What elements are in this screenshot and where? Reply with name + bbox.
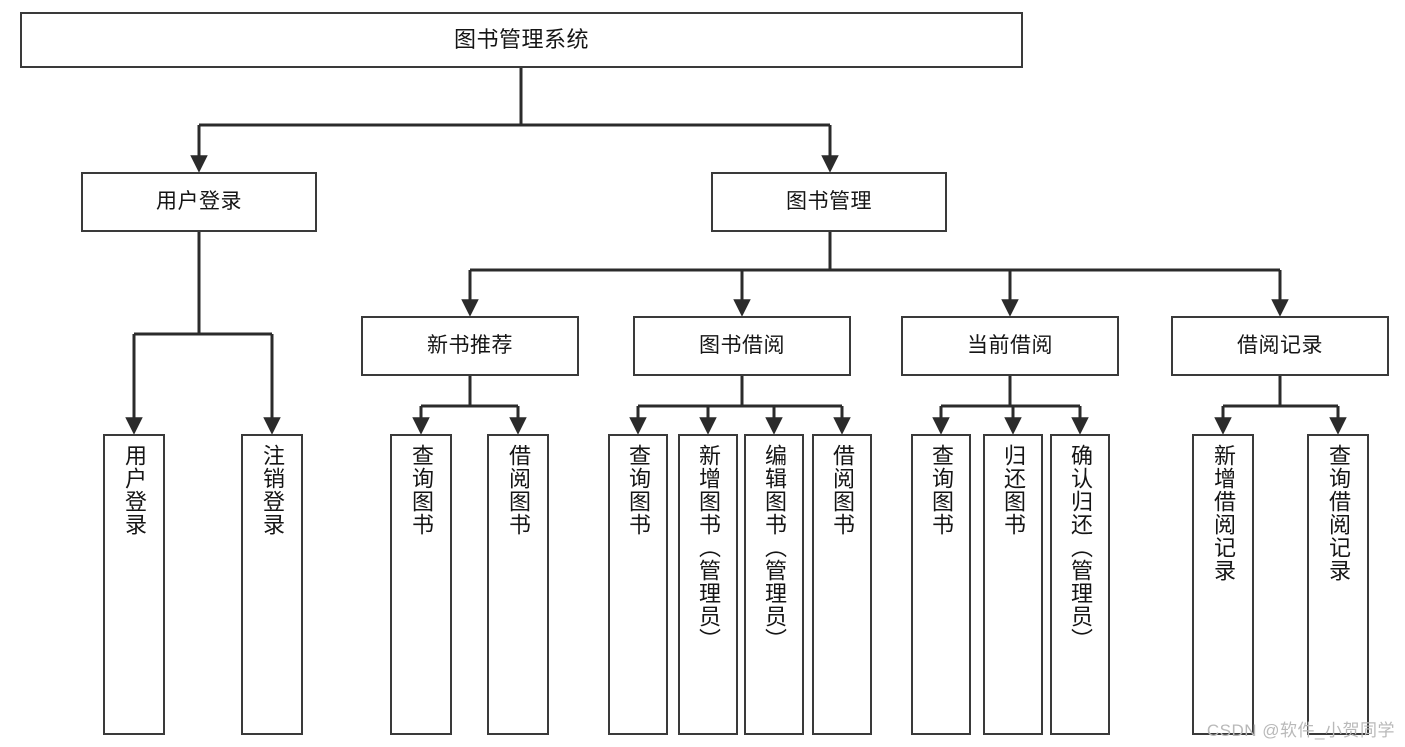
node-leaf-edit-book-admin[interactable]: 编辑图书（管理员）: [744, 434, 804, 735]
node-label: 查询借阅记录: [1326, 444, 1351, 582]
node-label: 查询图书: [929, 444, 954, 536]
node-label: 图书管理: [786, 189, 872, 213]
node-leaf-add-borrow-record[interactable]: 新增借阅记录: [1192, 434, 1254, 735]
watermark-text: CSDN @软件_小贺同学: [1206, 721, 1395, 740]
node-leaf-query-book-3[interactable]: 查询图书: [911, 434, 971, 735]
node-label: 新增图书（管理员）: [696, 444, 721, 651]
node-book-manage[interactable]: 图书管理: [711, 172, 947, 232]
node-label: 新书推荐: [427, 333, 513, 357]
node-leaf-user-login[interactable]: 用户登录: [103, 434, 165, 735]
node-user-login[interactable]: 用户登录: [81, 172, 317, 232]
node-book-borrow[interactable]: 图书借阅: [633, 316, 851, 376]
node-system-title[interactable]: 图书管理系统: [20, 12, 1023, 68]
node-leaf-confirm-return-admin[interactable]: 确认归还（管理员）: [1050, 434, 1110, 735]
node-new-book-recommend[interactable]: 新书推荐: [361, 316, 579, 376]
node-leaf-add-book-admin[interactable]: 新增图书（管理员）: [678, 434, 738, 735]
node-label: 新增借阅记录: [1211, 444, 1236, 582]
node-label: 图书借阅: [699, 333, 785, 357]
node-label: 借阅图书: [506, 444, 531, 536]
node-label: 用户登录: [122, 444, 147, 536]
node-label: 查询图书: [409, 444, 434, 536]
node-leaf-borrow-book-1[interactable]: 借阅图书: [487, 434, 549, 735]
node-leaf-query-borrow-record[interactable]: 查询借阅记录: [1307, 434, 1369, 735]
node-label: 归还图书: [1001, 444, 1026, 536]
node-current-borrow[interactable]: 当前借阅: [901, 316, 1119, 376]
node-leaf-query-book-1[interactable]: 查询图书: [390, 434, 452, 735]
node-label: 编辑图书（管理员）: [762, 444, 787, 651]
node-label: 用户登录: [156, 189, 242, 213]
node-leaf-borrow-book-2[interactable]: 借阅图书: [812, 434, 872, 735]
node-leaf-user-logout[interactable]: 注销登录: [241, 434, 303, 735]
node-leaf-query-book-2[interactable]: 查询图书: [608, 434, 668, 735]
node-label: 当前借阅: [967, 333, 1053, 357]
node-label: 借阅图书: [830, 444, 855, 536]
node-label: 借阅记录: [1237, 333, 1323, 357]
node-label: 查询图书: [626, 444, 651, 536]
node-borrow-record[interactable]: 借阅记录: [1171, 316, 1389, 376]
node-label: 确认归还（管理员）: [1068, 444, 1093, 651]
node-leaf-return-book[interactable]: 归还图书: [983, 434, 1043, 735]
node-label: 注销登录: [260, 444, 285, 536]
node-label: 图书管理系统: [453, 27, 589, 53]
